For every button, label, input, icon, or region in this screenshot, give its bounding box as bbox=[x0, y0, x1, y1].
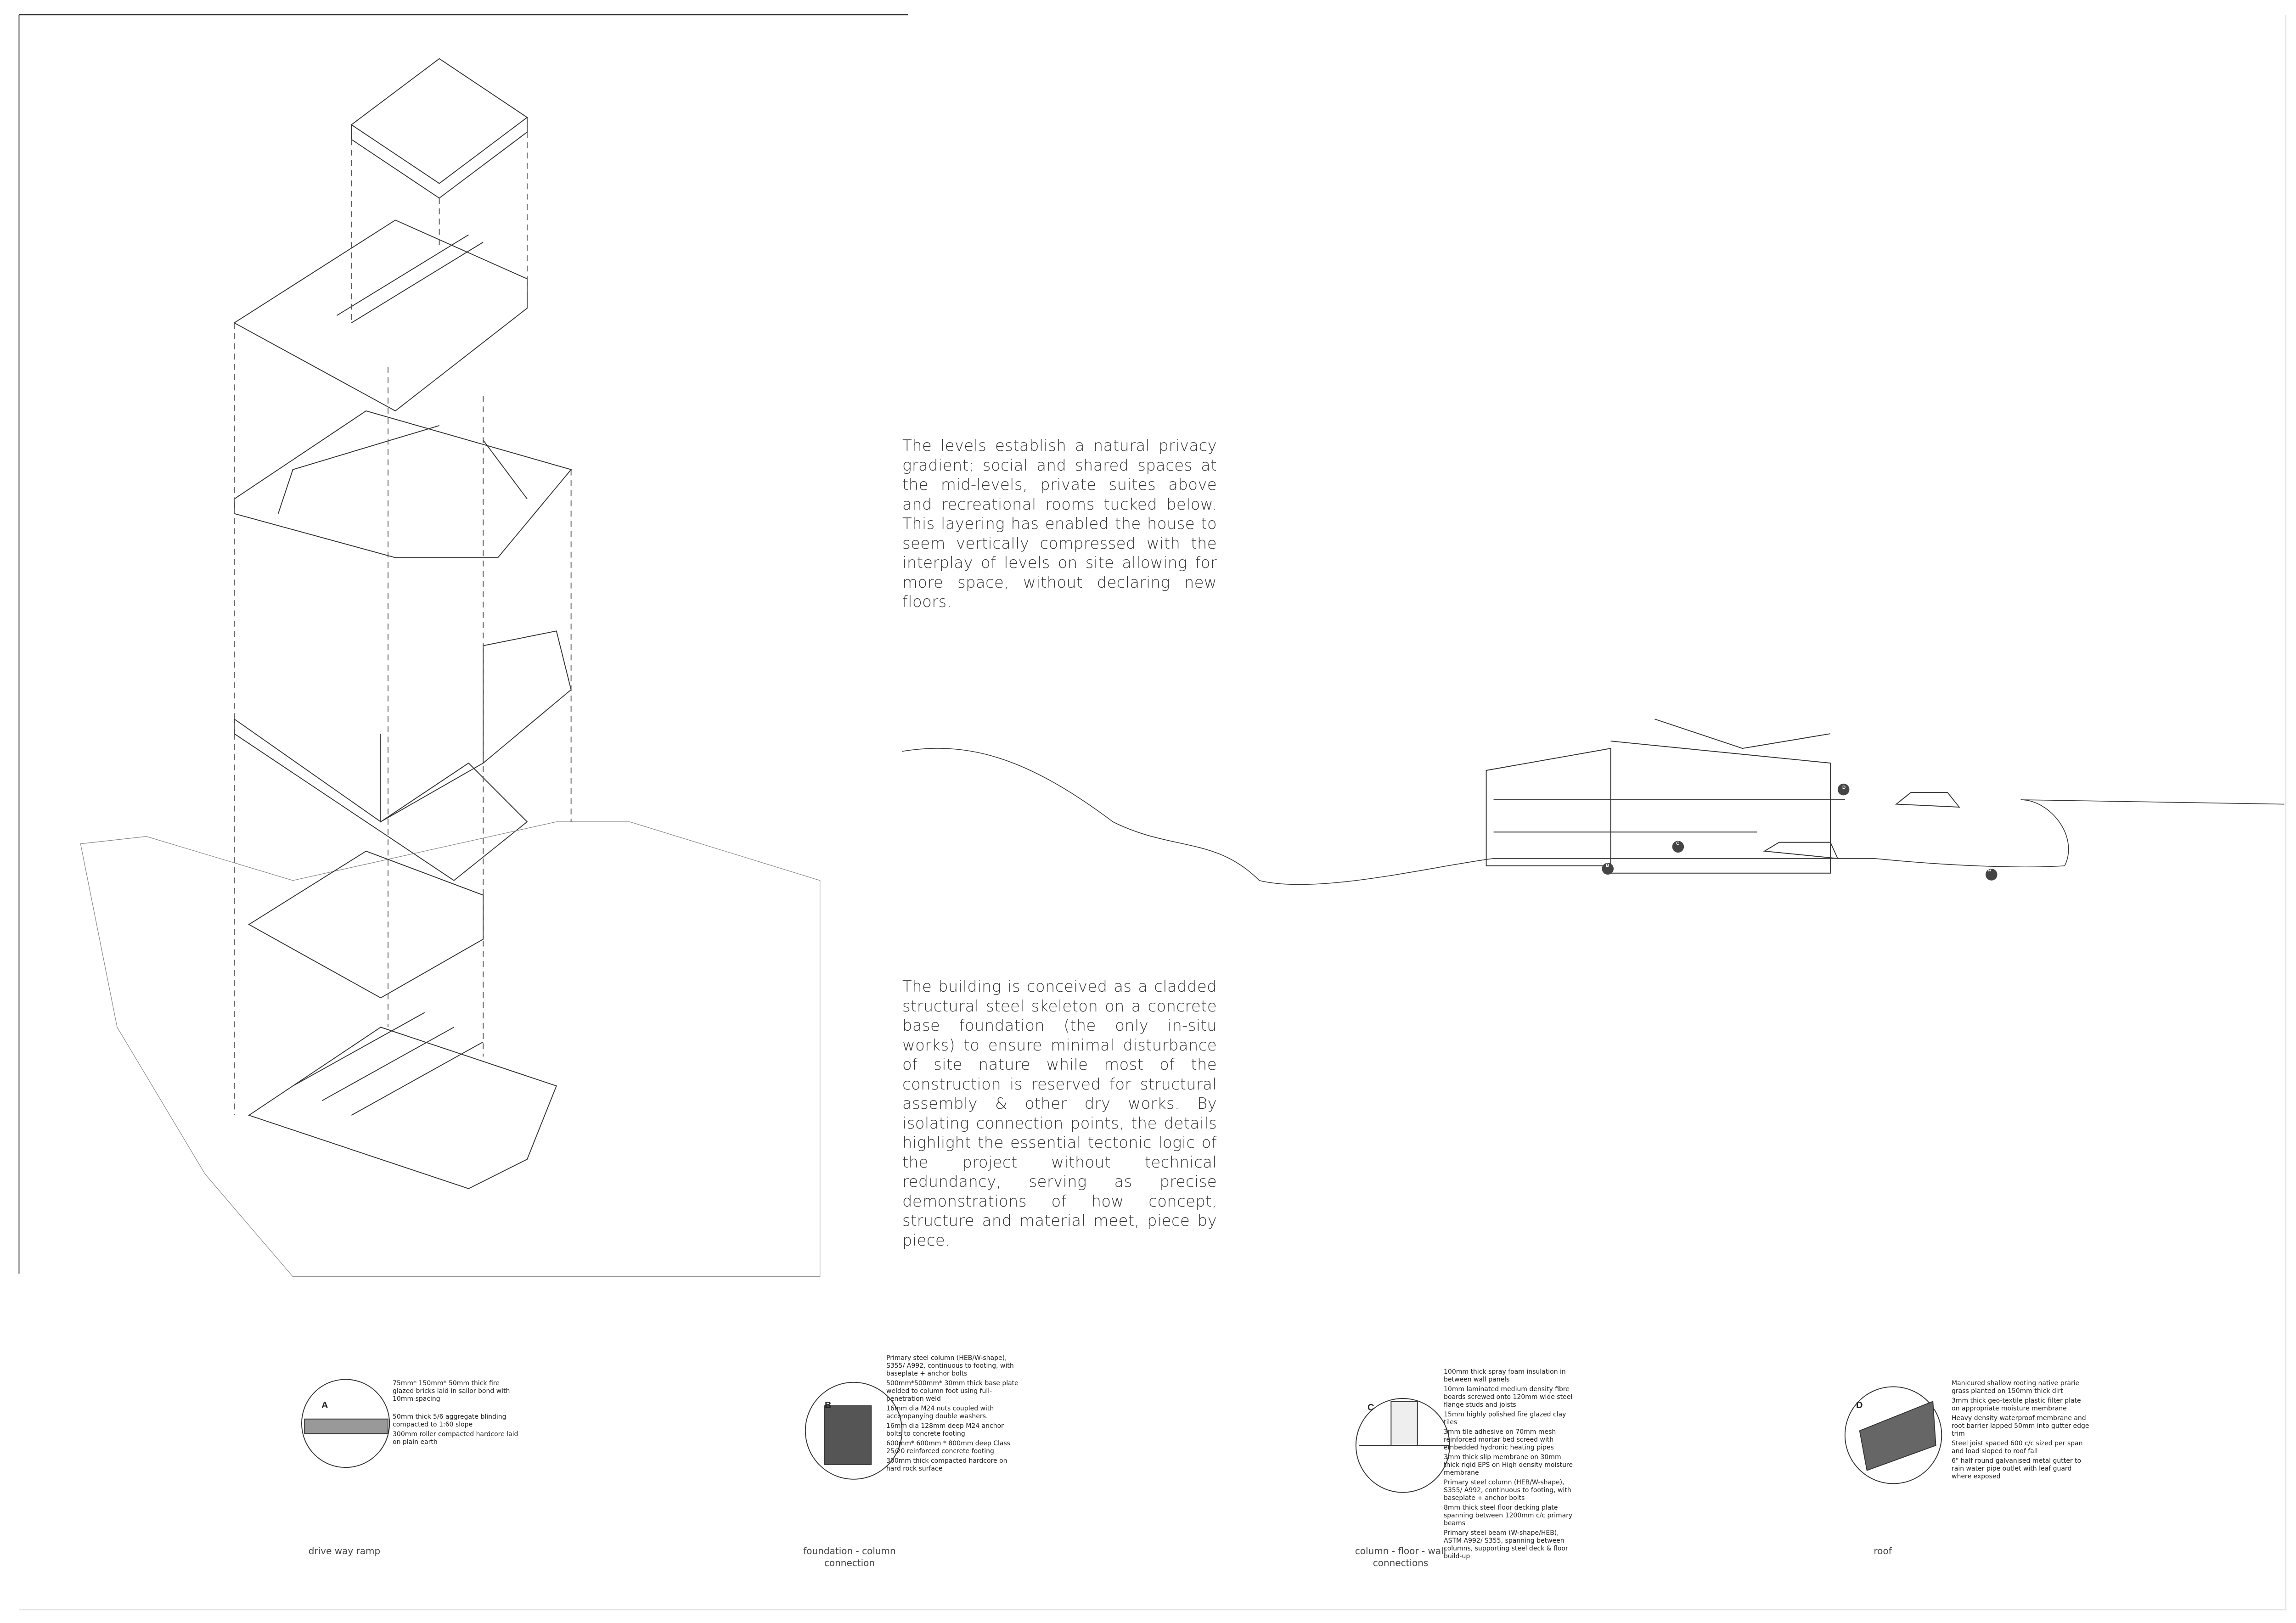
exploded-axonometric bbox=[80, 58, 821, 1277]
detail-d-tag: D bbox=[1856, 1400, 1863, 1410]
detail-c-notes: 100mm thick spray foam insulation in bet… bbox=[1444, 1368, 1577, 1562]
detail-c-tag: C bbox=[1367, 1403, 1374, 1413]
note: 10mm laminated medium density fibre boar… bbox=[1444, 1386, 1573, 1409]
note: 16mm dia M24 nuts coupled with accompany… bbox=[886, 1405, 994, 1420]
note: Manicured shallow rooting native prarie … bbox=[1952, 1380, 2080, 1395]
structure-paragraph: The building is conceived as a cladded s… bbox=[902, 977, 1217, 1250]
note: 600mm* 600mm * 800mm deep Class 25/20 re… bbox=[886, 1440, 1011, 1455]
detail-a-notes: 75mm* 150mm* 50mm thick fire glazed bric… bbox=[393, 1380, 521, 1448]
note: Steel joist spaced 600 c/c sized per spa… bbox=[1952, 1440, 2083, 1455]
section-marker-d: D bbox=[1842, 785, 1846, 790]
section-marker-c: C bbox=[1676, 841, 1680, 846]
note: Primary steel beam (W-shape/HEB), ASTM A… bbox=[1444, 1529, 1568, 1560]
note: 15mm highly polished fire glazed clay ti… bbox=[1444, 1411, 1566, 1426]
detail-b-tag: B bbox=[825, 1400, 832, 1410]
detail-b-caption: foundation - column connection bbox=[803, 1545, 896, 1568]
site-section bbox=[902, 719, 2285, 885]
note: 100mm thick spray foam insulation in bet… bbox=[1444, 1368, 1566, 1383]
section-marker-b: B bbox=[1606, 863, 1609, 868]
privacy-gradient-paragraph: The levels establish a natural privacy g… bbox=[902, 437, 1217, 611]
note: 3mm tile adhesive on 70mm mesh reinforce… bbox=[1444, 1428, 1556, 1451]
section-marker-a: A bbox=[1988, 868, 1992, 873]
note: 500mm*500mm* 30mm thick base plate welde… bbox=[886, 1380, 1019, 1403]
note: Heavy density waterproof membrane and ro… bbox=[1952, 1415, 2089, 1438]
detail-b-notes: Primary steel column (HEB/W-shape), S355… bbox=[886, 1354, 1019, 1475]
detail-a-tag: A bbox=[321, 1400, 328, 1410]
note: 3mm thick slip membrane on 30mm thick ri… bbox=[1444, 1454, 1573, 1477]
note: Primary steel column (HEB/W-shape), S355… bbox=[886, 1354, 1014, 1377]
detail-a-caption: drive way ramp bbox=[308, 1545, 381, 1556]
note: 3mm thick geo-textile plastic filter pla… bbox=[1952, 1397, 2081, 1412]
note: 300mm roller compacted hardcore laid on … bbox=[393, 1431, 518, 1446]
detail-circles bbox=[301, 1379, 1942, 1493]
note: 16mm dia 128mm deep M24 anchor bolts to … bbox=[886, 1422, 1004, 1438]
note: 300mm thick compacted hardcore on hard r… bbox=[886, 1457, 1007, 1472]
detail-d-notes: Manicured shallow rooting native prarie … bbox=[1952, 1380, 2089, 1483]
note: 8mm thick steel floor decking plate span… bbox=[1444, 1504, 1573, 1527]
sheet-frame bbox=[18, 14, 2286, 1611]
note: 50mm thick 5/6 aggregate blinding compac… bbox=[393, 1413, 506, 1428]
note: 6" half round galvanised metal gutter to… bbox=[1952, 1457, 2082, 1480]
detail-c-caption: column - floor - wall connections bbox=[1355, 1545, 1446, 1568]
detail-d-caption: roof bbox=[1874, 1545, 1892, 1556]
note: 75mm* 150mm* 50mm thick fire glazed bric… bbox=[393, 1380, 510, 1403]
note: Primary steel column (HEB/W-shape), S355… bbox=[1444, 1479, 1571, 1502]
